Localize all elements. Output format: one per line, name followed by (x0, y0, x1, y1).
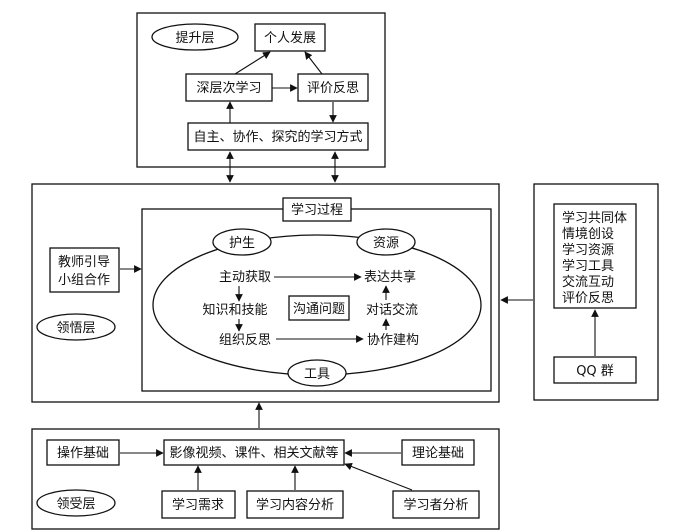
group-cooperation-text: 小组合作 (58, 273, 110, 288)
resources-ellipse (356, 228, 416, 256)
operation-basis-text: 操作基础 (57, 445, 109, 461)
bottom-layer-label-ellipse (36, 489, 116, 517)
learning-needs-box (161, 490, 236, 519)
qq-feature-learning-resources: 学习资源 (562, 242, 614, 258)
media-resources-text: 影像视频、课件、相关文献等 (169, 445, 338, 461)
media-resources-box (163, 439, 345, 466)
protection-text: 护生 (229, 236, 255, 251)
learning-mode-box (187, 122, 369, 151)
teacher-group-box (49, 247, 120, 293)
qq-feature-learning-community: 学习共同体 (562, 210, 627, 226)
teacher-guidance-text: 教师引导 (58, 254, 110, 270)
top-layer-label: 提升层 (175, 30, 214, 46)
collaborative-construction-text: 协作建构 (367, 333, 419, 348)
qq-feature-situation-creation: 情境创设 (562, 227, 614, 242)
middle-layer-frame (31, 183, 500, 403)
bottom-layer-label: 领受层 (56, 497, 95, 512)
learning-mode-text: 自主、协作、探究的学习方式 (193, 129, 362, 145)
content-analysis-box (246, 490, 344, 519)
middle-layer-label-ellipse (36, 313, 116, 341)
learner-analysis-box (392, 490, 480, 519)
right-frame (533, 183, 659, 401)
bottom-layer-frame (31, 428, 500, 530)
qq-group-box (553, 356, 637, 384)
learner-analysis-text: 学习者分析 (403, 497, 468, 513)
personal-development-box (254, 23, 326, 52)
qq-feature-evaluation: 评价反思 (562, 291, 614, 306)
qq-feature-communication: 交流互动 (562, 274, 614, 290)
qq-features-box (553, 203, 637, 309)
arrow-eval-to-personal (304, 51, 323, 75)
dialogue-text: 对话交流 (366, 302, 418, 318)
resources-text: 资源 (373, 236, 399, 251)
qq-group-text: QQ 群 (576, 364, 614, 379)
knowledge-skills-text: 知识和技能 (202, 302, 267, 318)
qq-feature-learning-tools: 学习工具 (562, 258, 614, 274)
top-layer-frame (136, 12, 386, 168)
top-layer-label-ellipse (151, 23, 239, 51)
middle-layer-label: 领悟层 (56, 321, 95, 336)
active-acquisition-text: 主动获取 (219, 270, 271, 285)
theory-basis-box (401, 439, 475, 466)
tools-ellipse (287, 359, 347, 387)
protection-ellipse (212, 228, 272, 256)
learning-process-box (282, 197, 352, 222)
organize-reflection-text: 组织反思 (219, 333, 271, 348)
evaluation-reflection-text: 评价反思 (307, 81, 359, 96)
personal-development-text: 个人发展 (264, 30, 316, 46)
tools-text: 工具 (304, 367, 330, 382)
deep-learning-text: 深层次学习 (196, 80, 261, 96)
content-analysis-text: 学习内容分析 (256, 497, 334, 513)
expression-sharing-text: 表达共享 (364, 269, 416, 285)
evaluation-reflection-box (297, 73, 369, 102)
communication-problem-text: 沟通问题 (293, 302, 345, 317)
deep-learning-box (185, 73, 273, 102)
operation-basis-box (46, 439, 120, 466)
arrow-deep-to-personal (234, 51, 271, 75)
learning-process-text: 学习过程 (291, 202, 343, 218)
communication-problem-box (288, 295, 350, 321)
theory-basis-text: 理论基础 (412, 446, 464, 461)
arrow-learner-to-media (344, 462, 413, 491)
learning-needs-text: 学习需求 (172, 497, 224, 513)
